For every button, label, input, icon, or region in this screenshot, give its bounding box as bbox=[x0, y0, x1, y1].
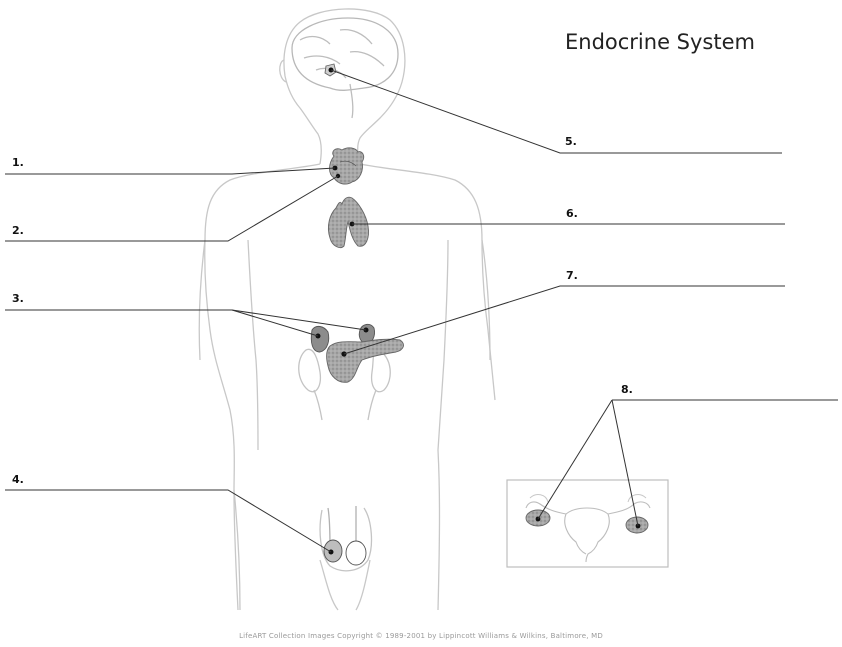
label-4-number: 4. bbox=[12, 473, 24, 486]
ovary-inset bbox=[506, 479, 669, 568]
leader-line-3a bbox=[5, 309, 319, 337]
leader-line-2 bbox=[5, 175, 339, 242]
label-6-number: 6. bbox=[566, 207, 578, 220]
leader-line-5 bbox=[330, 69, 782, 154]
body-outline bbox=[198, 8, 496, 611]
leader-line-8c bbox=[611, 399, 639, 527]
diagram-title: Endocrine System bbox=[565, 30, 755, 54]
label-8-number: 8. bbox=[621, 383, 633, 396]
leader-line-3b bbox=[231, 309, 367, 331]
organ-thyroid bbox=[329, 147, 365, 185]
label-3-number: 3. bbox=[12, 292, 24, 305]
leader-line-4 bbox=[5, 489, 332, 553]
leader-line-8b bbox=[537, 399, 613, 520]
organ-pituitary bbox=[324, 63, 337, 77]
label-5-number: 5. bbox=[565, 135, 577, 148]
organ-pancreas bbox=[326, 338, 404, 383]
label-7-number: 7. bbox=[566, 269, 578, 282]
organ-testes bbox=[323, 539, 367, 566]
leader-lines bbox=[5, 69, 838, 553]
label-1-number: 1. bbox=[12, 156, 24, 169]
copyright-notice: LifeART Collection Images Copyright © 19… bbox=[239, 632, 603, 640]
organ-thymus bbox=[327, 196, 369, 249]
leader-line-1 bbox=[5, 167, 336, 175]
label-2-number: 2. bbox=[12, 224, 24, 237]
leader-line-7 bbox=[343, 285, 785, 355]
